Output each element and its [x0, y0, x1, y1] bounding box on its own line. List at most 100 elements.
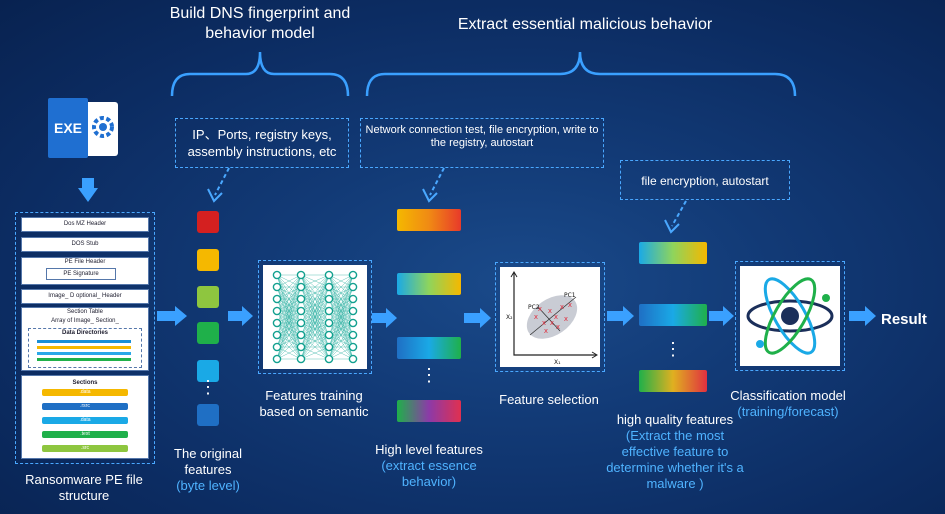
- data-directories: Data Directories: [28, 328, 142, 368]
- neural-network-icon: [272, 270, 358, 364]
- svg-text:x: x: [548, 307, 552, 315]
- nn-node: [296, 318, 306, 328]
- feature-square: [197, 404, 219, 426]
- svg-text:x: x: [564, 315, 568, 323]
- sections-label: Sections: [72, 380, 98, 386]
- high-level-bar: [397, 273, 461, 295]
- nn-node: [324, 270, 334, 280]
- nn-link: [328, 334, 354, 360]
- features-note: IP、Ports, registry keys, assembly instru…: [175, 118, 349, 168]
- flow-arrow: [228, 306, 253, 326]
- behaviors-note: Network connection test, file encryption…: [360, 118, 604, 168]
- note-arrow-features: [207, 167, 230, 203]
- nn-node: [324, 318, 334, 328]
- nn-link: [328, 274, 354, 300]
- x-axis-label: X₁: [554, 359, 561, 366]
- nn-link: [300, 286, 330, 360]
- nn-link: [300, 274, 330, 288]
- nn-link: [300, 274, 330, 300]
- high-level-bar: [397, 337, 461, 359]
- nn-node: [272, 270, 282, 280]
- brace-dns: [170, 51, 350, 97]
- svg-text:x: x: [554, 313, 558, 321]
- nn-link: [276, 274, 302, 336]
- nn-node: [324, 342, 334, 352]
- nn-node: [272, 294, 282, 304]
- dns-model-header: Build DNS fingerprint and behavior model: [169, 5, 351, 42]
- flow-arrow: [709, 306, 734, 326]
- svg-text:x: x: [538, 305, 542, 313]
- nn-link: [328, 274, 354, 312]
- note-arrow-quality: [664, 200, 687, 234]
- nn-node: [296, 282, 306, 292]
- nn-link: [328, 274, 354, 324]
- nn-node: [272, 354, 282, 364]
- nn-node: [348, 294, 358, 304]
- nn-node: [272, 318, 282, 328]
- ellipsis-dots: ⋮: [420, 365, 438, 385]
- nn-node: [296, 354, 306, 364]
- nn-link: [300, 334, 330, 360]
- nn-link: [328, 346, 354, 360]
- neural-network-box: [258, 260, 372, 374]
- section-item: .data: [42, 417, 128, 424]
- nn-link: [276, 274, 302, 300]
- brace-extract: [365, 51, 797, 97]
- svg-text:x: x: [556, 323, 560, 331]
- high-quality-label: high quality features (Extract the most …: [600, 412, 750, 492]
- quality-bar: [639, 370, 707, 392]
- training-label: Features training based on semantic: [259, 388, 369, 419]
- nn-node: [296, 342, 306, 352]
- nn-node: [272, 306, 282, 316]
- pe-file-header: PE File Header PE Signature: [21, 257, 149, 285]
- nn-node: [272, 330, 282, 340]
- nn-link: [300, 298, 330, 360]
- nn-node: [348, 354, 358, 364]
- nn-link: [328, 310, 354, 360]
- dir-line: [37, 346, 131, 349]
- nn-link: [276, 274, 302, 312]
- note-arrow-behaviors: [422, 167, 445, 203]
- pc2-label: PC2: [528, 304, 540, 311]
- nn-link: [276, 334, 302, 360]
- gear-icon: [92, 116, 114, 138]
- high-level-sub: (extract essence behavior): [381, 458, 477, 489]
- high-level-title: High level features: [375, 442, 483, 457]
- nn-node: [272, 282, 282, 292]
- section-table: Section Table Array of Image_ Section_ D…: [21, 307, 149, 371]
- high-level-bar: [397, 209, 461, 231]
- nn-node: [324, 282, 334, 292]
- nn-link: [276, 274, 302, 360]
- feature-square: [197, 249, 219, 271]
- feature-square: [197, 211, 219, 233]
- classification-sub: (training/forecast): [737, 404, 839, 419]
- original-features-sub: (byte level): [176, 478, 240, 493]
- svg-text:x: x: [568, 301, 572, 309]
- nn-node: [348, 330, 358, 340]
- flow-arrow: [607, 306, 634, 326]
- flow-arrow: [157, 306, 187, 326]
- pe-structure-box: Dos MZ Header DOS Stub PE File Header PE…: [15, 212, 155, 464]
- scatter-plot-icon: xxx xxx xxx xx PC1 PC2 X₂ X₁: [506, 271, 598, 366]
- nn-link: [328, 274, 354, 288]
- dir-line: [37, 340, 131, 343]
- flow-arrow: [849, 306, 876, 326]
- nn-node: [324, 330, 334, 340]
- nn-link: [300, 310, 330, 360]
- nn-node: [324, 306, 334, 316]
- down-arrow: [78, 178, 98, 202]
- array-section-label: Array of Image_ Section_: [51, 318, 119, 324]
- high-level-bar: [397, 400, 461, 422]
- svg-text:x: x: [560, 303, 564, 311]
- svg-text:x: x: [550, 319, 554, 327]
- exe-label: EXE: [48, 98, 88, 158]
- dos-mz-header: Dos MZ Header: [21, 217, 149, 232]
- nn-node: [348, 306, 358, 316]
- nn-link: [276, 310, 302, 360]
- nn-node: [348, 270, 358, 280]
- atom-icon: [746, 277, 834, 355]
- nn-link: [276, 274, 302, 324]
- nn-link: [328, 298, 354, 360]
